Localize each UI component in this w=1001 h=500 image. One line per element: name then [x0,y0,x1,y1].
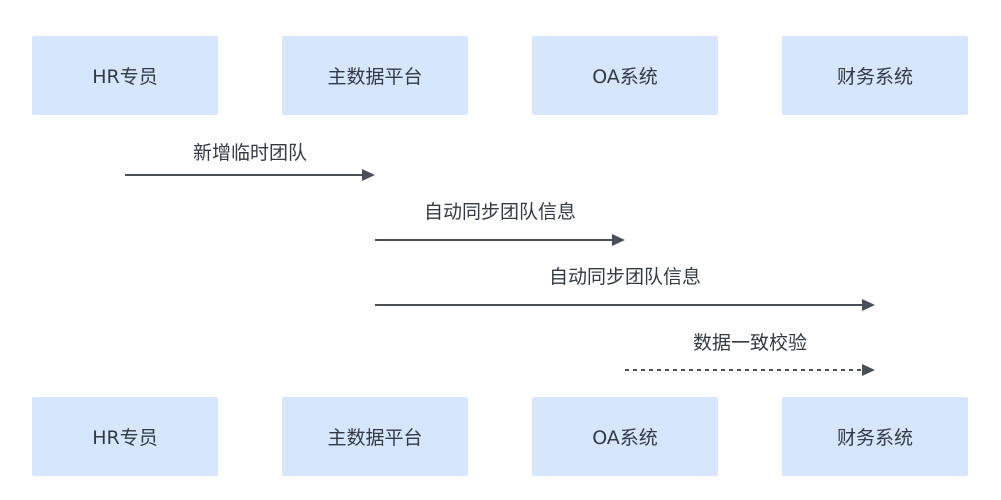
participant-label: 财务系统 [836,427,913,449]
participant-bottom-oa: OA系统 [532,397,718,476]
participant-bottom-hr: HR专员 [32,397,218,476]
message-label-sync-oa: 自动同步团队信息 [423,201,577,223]
participant-label: HR专员 [92,427,158,449]
participant-bottom-finance: 财务系统 [782,397,968,476]
participant-top-mdm: 主数据平台 [282,36,468,115]
participant-top-hr: HR专员 [32,36,218,115]
message-arrowhead [362,169,375,181]
participant-label: HR专员 [92,66,158,88]
participant-label: 主数据平台 [327,66,423,88]
message-arrowhead [862,364,875,376]
participant-top-oa: OA系统 [532,36,718,115]
participant-label: OA系统 [592,66,658,88]
participant-label: 主数据平台 [327,427,423,449]
participant-label: OA系统 [592,427,658,449]
message-arrowhead [612,234,625,246]
message-label-new-team: 新增临时团队 [192,142,308,164]
participant-top-finance: 财务系统 [782,36,968,115]
participant-bottom-mdm: 主数据平台 [282,397,468,476]
message-label-sync-finance: 自动同步团队信息 [548,266,702,288]
message-label-consistency-check: 数据一致校验 [692,332,808,354]
participant-label: 财务系统 [836,66,913,88]
message-arrowhead [862,299,875,311]
